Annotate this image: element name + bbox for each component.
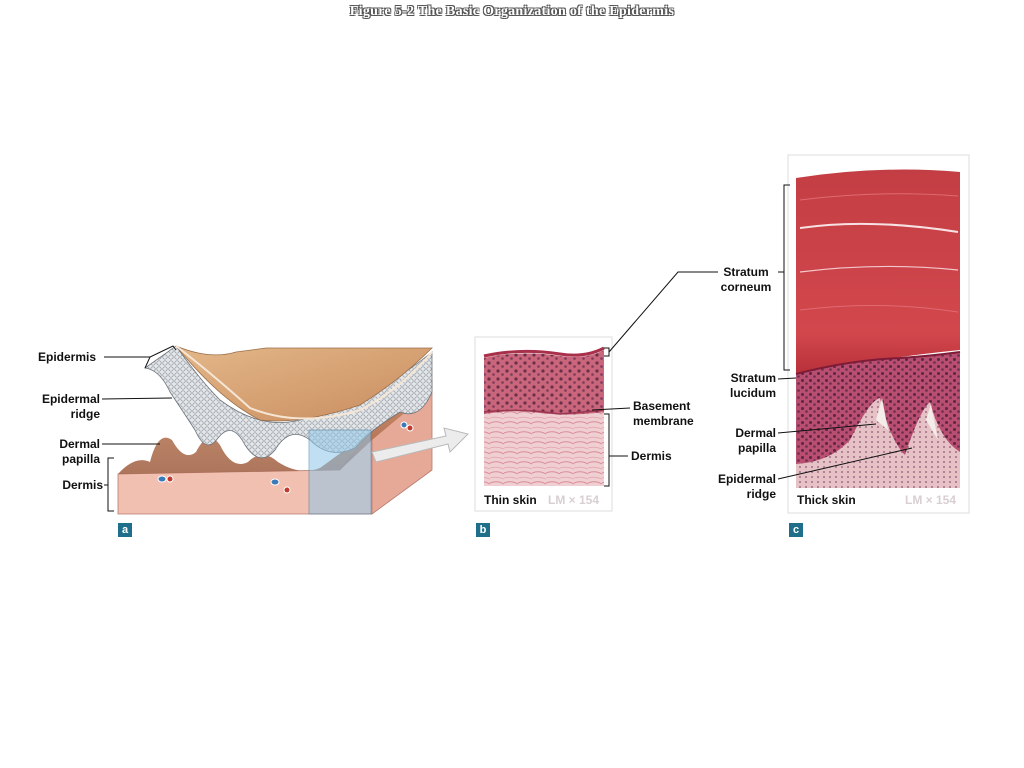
panel-letter-b: b (476, 523, 490, 537)
label-basement-membrane: Basement membrane (633, 399, 694, 428)
label-dermal-papilla-c: Dermal papilla (735, 426, 776, 455)
label-stratum-corneum: Stratum corneum (720, 265, 772, 294)
figure-title: Figure 5-2 The Basic Organization of the… (349, 4, 675, 19)
label-epidermal-ridge-a: Epidermal ridge (41, 392, 100, 421)
thick-skin-micrograph (787, 154, 970, 514)
thin-skin-micrograph (474, 336, 613, 512)
label-dermal-papilla-a: Dermal papilla (59, 437, 100, 466)
magnification-b: LM × 154 (548, 493, 600, 507)
magnify-arrow (371, 427, 469, 463)
label-dermis-b: Dermis (631, 449, 672, 463)
panel-c-leaders (777, 184, 913, 480)
label-dermis-a: Dermis (62, 478, 103, 492)
skin-block-diagram (117, 345, 433, 515)
label-epidermis: Epidermis (38, 350, 97, 364)
caption-thin-skin: Thin skin (484, 493, 537, 507)
panel-letter-a: a (118, 523, 132, 537)
panel-a-leaders (101, 345, 177, 512)
magnification-c: LM × 154 (905, 493, 957, 507)
caption-thick-skin: Thick skin (797, 493, 856, 507)
panel-b-leaders (591, 271, 718, 487)
label-epidermal-ridge-c: Epidermal ridge (717, 472, 776, 501)
panel-letter-c: c (789, 523, 803, 537)
label-stratum-lucidum: Stratum lucidum (729, 371, 776, 400)
